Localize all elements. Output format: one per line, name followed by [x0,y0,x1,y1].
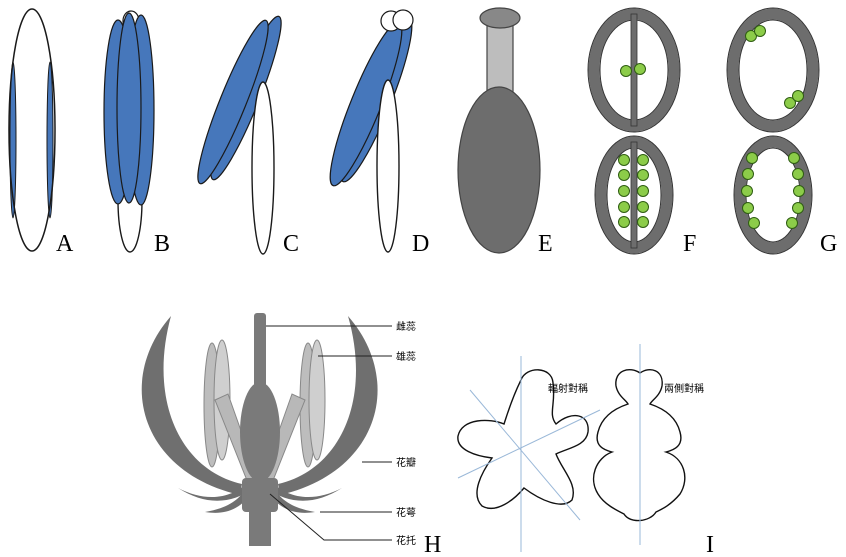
ovule [619,155,630,166]
panel-g: G [727,8,837,257]
panel-g-top-ovule-2 [755,26,766,37]
pistil-style [254,313,266,391]
stamen-anther-right-front [309,340,325,460]
label-receptacle: 花托 [396,534,416,547]
panel-i: 輻射對稱 兩側對稱 I [458,344,714,557]
panel-g-top-ovule-4 [793,91,804,102]
ovule [793,203,804,214]
ovule [619,170,630,181]
ovule [638,217,649,228]
panel-e: E [458,8,553,257]
panel-b-label: B [154,231,170,257]
panel-f-label: F [683,231,696,257]
pistil-ovary [240,382,280,482]
panel-a: A [9,9,74,257]
ovule [638,155,649,166]
panel-d-white-stalk [377,80,399,252]
panel-b-blue-mid [117,13,141,203]
ovule [638,170,649,181]
panel-h: 雌蕊 雄蕊 花瓣 花萼 花托 H [142,313,442,557]
ovule [638,186,649,197]
panel-h-label: H [424,532,441,557]
panel-d: D [319,10,429,257]
panel-c-label: C [283,231,299,257]
panel-g-label: G [820,231,837,257]
panel-f: F [588,8,696,257]
ovule [749,218,760,229]
panel-e-label: E [538,231,553,257]
ovule [619,217,630,228]
ovule [742,186,753,197]
ovule [794,186,805,197]
panel-g-bottom-ovules [742,153,805,229]
ovule [793,169,804,180]
ovule [789,153,800,164]
label-stamen: 雄蕊 [396,350,416,363]
ovule [747,153,758,164]
ovule [619,186,630,197]
ovule [638,202,649,213]
label-radial-symmetry: 輻射對稱 [548,382,588,395]
label-petal: 花瓣 [396,456,416,469]
panel-e-stigma [480,8,520,28]
ovule [743,169,754,180]
panel-g-top-ring [733,14,813,126]
panel-b: B [104,11,170,257]
ovule [743,203,754,214]
label-sepal: 花萼 [396,506,416,519]
panel-e-ovary [458,87,540,253]
ovule [619,202,630,213]
panel-c-white-stalk [252,82,274,254]
panel-i-label: I [706,532,714,557]
panel-a-label: A [56,231,74,257]
leader-receptacle [270,494,392,540]
flower-stalk [249,508,271,546]
panel-d-cap-right [393,10,413,30]
ovule [787,218,798,229]
label-pistil: 雌蕊 [396,320,416,333]
panel-c: C [188,12,299,257]
receptacle [242,478,278,512]
panel-d-label: D [412,231,429,257]
panel-f-bottom-septum [631,142,637,248]
label-bilateral-symmetry: 兩側對稱 [664,382,704,395]
panel-f-top-ovule-2 [635,64,646,75]
panel-f-top-ovule-1 [621,66,632,77]
